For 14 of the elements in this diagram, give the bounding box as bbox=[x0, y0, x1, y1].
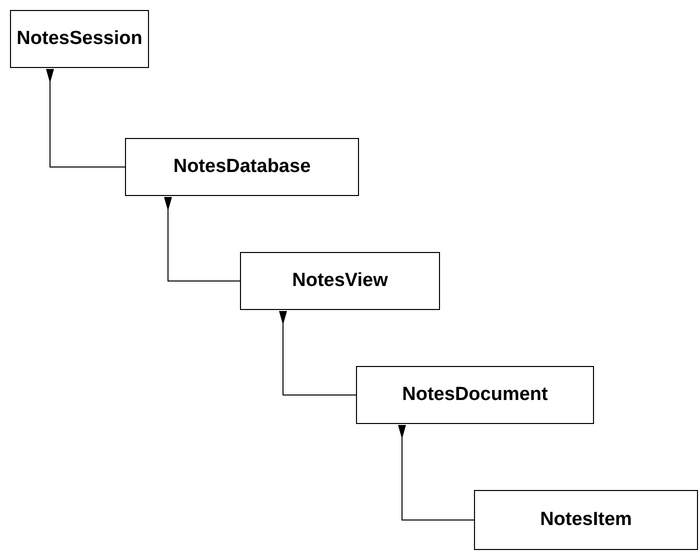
connector-arrow bbox=[164, 196, 240, 282]
class-box bbox=[10, 10, 149, 68]
connector-arrow bbox=[398, 424, 474, 520]
class-name: NotesView bbox=[292, 268, 388, 293]
class-box bbox=[356, 366, 594, 424]
class-name: NotesDocument bbox=[402, 382, 548, 407]
class-name: NotesItem bbox=[540, 508, 632, 532]
class-box bbox=[125, 138, 359, 196]
connector-arrow bbox=[46, 68, 126, 168]
class-box bbox=[474, 490, 698, 550]
connector-arrow bbox=[279, 310, 356, 396]
class-name: NotesDatabase bbox=[173, 154, 311, 179]
class-name: NotesSession bbox=[16, 26, 142, 51]
class-box bbox=[240, 252, 440, 310]
